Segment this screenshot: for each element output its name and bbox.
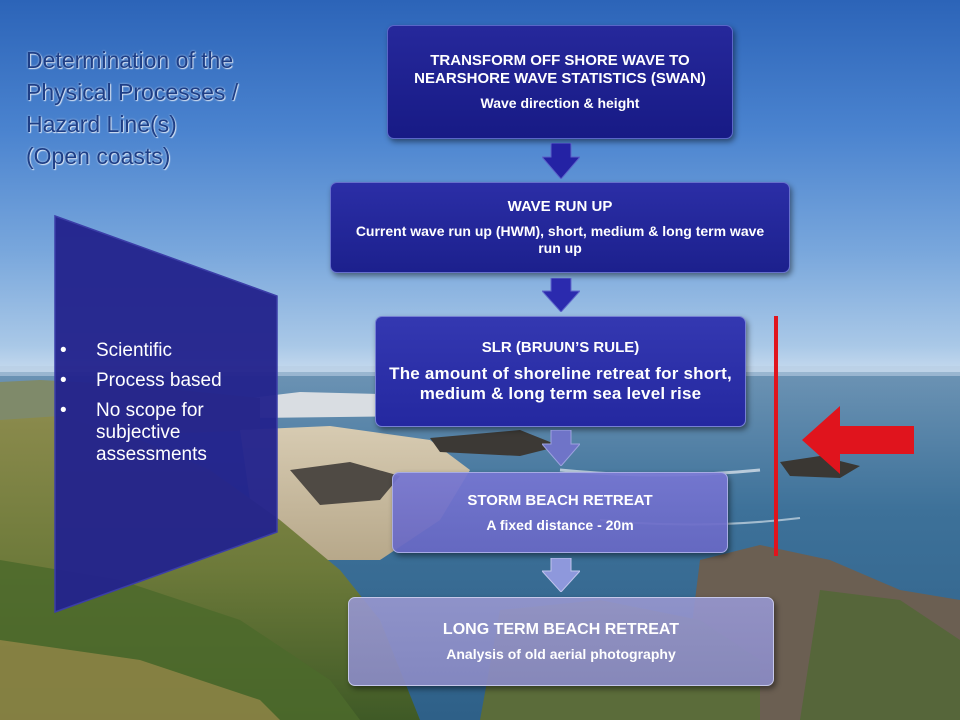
down-arrow-icon (542, 430, 580, 466)
list-item-text: No scope for subjective assessments (96, 400, 207, 465)
title-line: (Open coasts) (26, 143, 171, 169)
flow-step-slr: SLR (BRUUN’S RULE) The amount of shoreli… (375, 316, 746, 427)
bullet-dot-icon: • (60, 370, 67, 391)
flow-step-swan: TRANSFORM OFF SHORE WAVE TO NEARSHORE WA… (387, 25, 733, 139)
flow-step-detail: A fixed distance - 20m (486, 516, 634, 533)
flow-step-heading: SLR (BRUUN’S RULE) (481, 339, 640, 356)
left-arrow-icon (802, 406, 914, 474)
flow-step-detail: Wave direction & height (480, 95, 640, 111)
title-line: Determination of the (26, 47, 234, 73)
title-line: Hazard Line(s) (26, 111, 177, 137)
list-item-text: Scientific (96, 340, 173, 361)
criteria-list: • Scientific • Process based • No scope for… (60, 340, 270, 474)
flow-step-heading: TRANSFORM OFF SHORE WAVE TO NEARSHORE WA… (414, 52, 706, 87)
list-item: • No scope for subjective assessments (60, 400, 270, 466)
flow-step-detail: Current wave run up (HWM), short, medium… (355, 223, 765, 256)
down-arrow-icon (542, 558, 580, 592)
hazard-line-marker (774, 316, 778, 556)
slide-title: Determination of the Physical Processes … (26, 44, 316, 172)
flow-step-storm-beach-retreat: STORM BEACH RETREAT A fixed distance - 2… (392, 472, 728, 553)
list-item: • Scientific (60, 340, 270, 362)
flow-step-wave-run-up: WAVE RUN UP Current wave run up (HWM), s… (330, 182, 790, 273)
list-item-text: Process based (96, 370, 222, 391)
list-item: • Process based (60, 370, 270, 392)
down-arrow-icon (542, 278, 580, 312)
flow-step-detail: The amount of shoreline retreat for shor… (389, 364, 732, 403)
flow-step-long-term-beach-retreat: LONG TERM BEACH RETREAT Analysis of old … (348, 597, 774, 686)
flow-step-heading: LONG TERM BEACH RETREAT (442, 620, 680, 638)
flow-step-heading: WAVE RUN UP (507, 198, 613, 215)
bullet-dot-icon: • (60, 400, 67, 421)
down-arrow-icon (542, 143, 580, 179)
bullet-dot-icon: • (60, 340, 67, 361)
title-line: Physical Processes / (26, 79, 239, 105)
flow-step-detail: Analysis of old aerial photography (446, 645, 676, 662)
flow-step-heading: STORM BEACH RETREAT (467, 491, 653, 509)
